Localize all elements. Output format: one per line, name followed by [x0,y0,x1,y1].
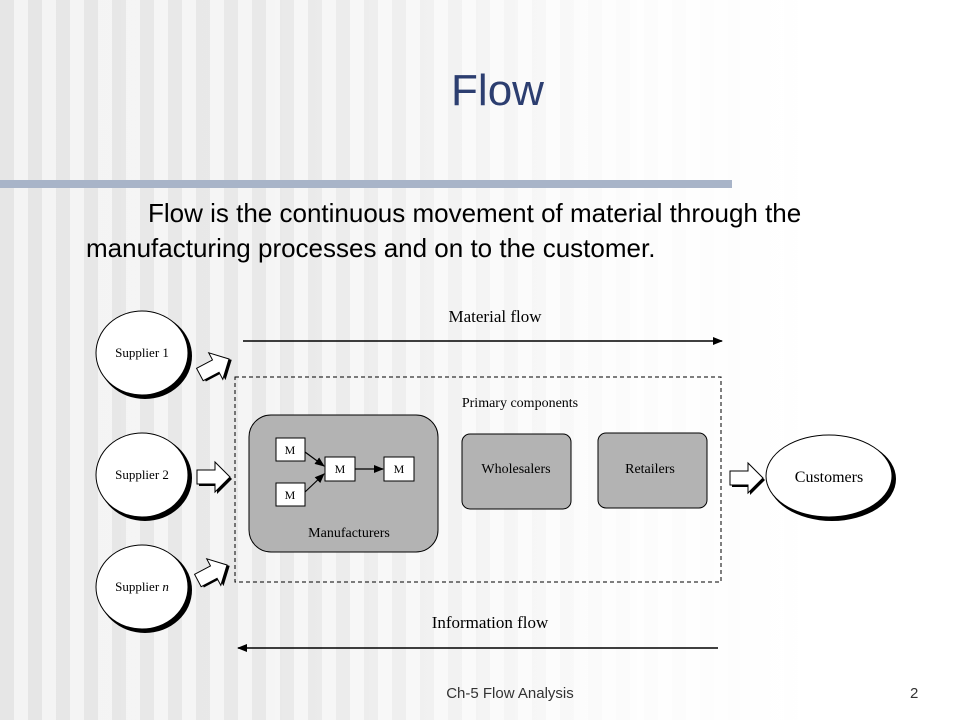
supplier-n: Supplier n [95,544,192,633]
m-node-1 [275,437,306,462]
supplier-2: Supplier 2 [95,432,192,521]
m-node-1-label: M [285,443,296,457]
information-flow-label: Information flow [432,613,549,632]
m2-to-m3-arrow [304,473,325,493]
manufacturers-label: Manufacturers [308,526,390,541]
m-node-3 [324,456,356,482]
wholesalers-label: Wholesalers [481,462,550,477]
material-flow-label: Material flow [449,307,543,326]
title-rule [0,180,732,188]
m-node-2-label: M [285,488,296,502]
supplier-1-label: Supplier 1 [115,345,169,360]
m-node-3-label: M [335,462,346,476]
primary-components-label: Primary components [462,396,578,411]
retailers-box: Retailers [597,432,708,509]
m1-to-m3-arrow [304,451,325,467]
page-number: 2 [910,685,919,702]
supplier-1: Supplier 1 [95,310,192,399]
m-node-4-label: M [394,462,405,476]
m-node-4 [383,456,415,482]
supplier-2-block-arrow [196,460,232,494]
m-node-2 [275,482,306,507]
retailers-label: Retailers [625,462,675,477]
wholesalers-box: Wholesalers [461,433,572,510]
page-title: Flow [451,66,544,115]
footer-text: Ch-5 Flow Analysis [446,685,574,702]
body-text: Flow is the continuous movement of mater… [86,198,802,263]
manufacturers-box: Manufacturers M M M M [248,414,439,553]
primary-components-boundary [234,376,722,583]
customers-label: Customers [795,469,863,486]
customers: Customers [765,434,896,521]
customers-block-arrow [729,461,765,495]
supplier-2-label: Supplier 2 [115,467,169,482]
supplier-1-block-arrow [195,351,232,382]
supplier-n-block-arrow [193,557,230,588]
supplier-n-label: Supplier n [115,579,169,594]
